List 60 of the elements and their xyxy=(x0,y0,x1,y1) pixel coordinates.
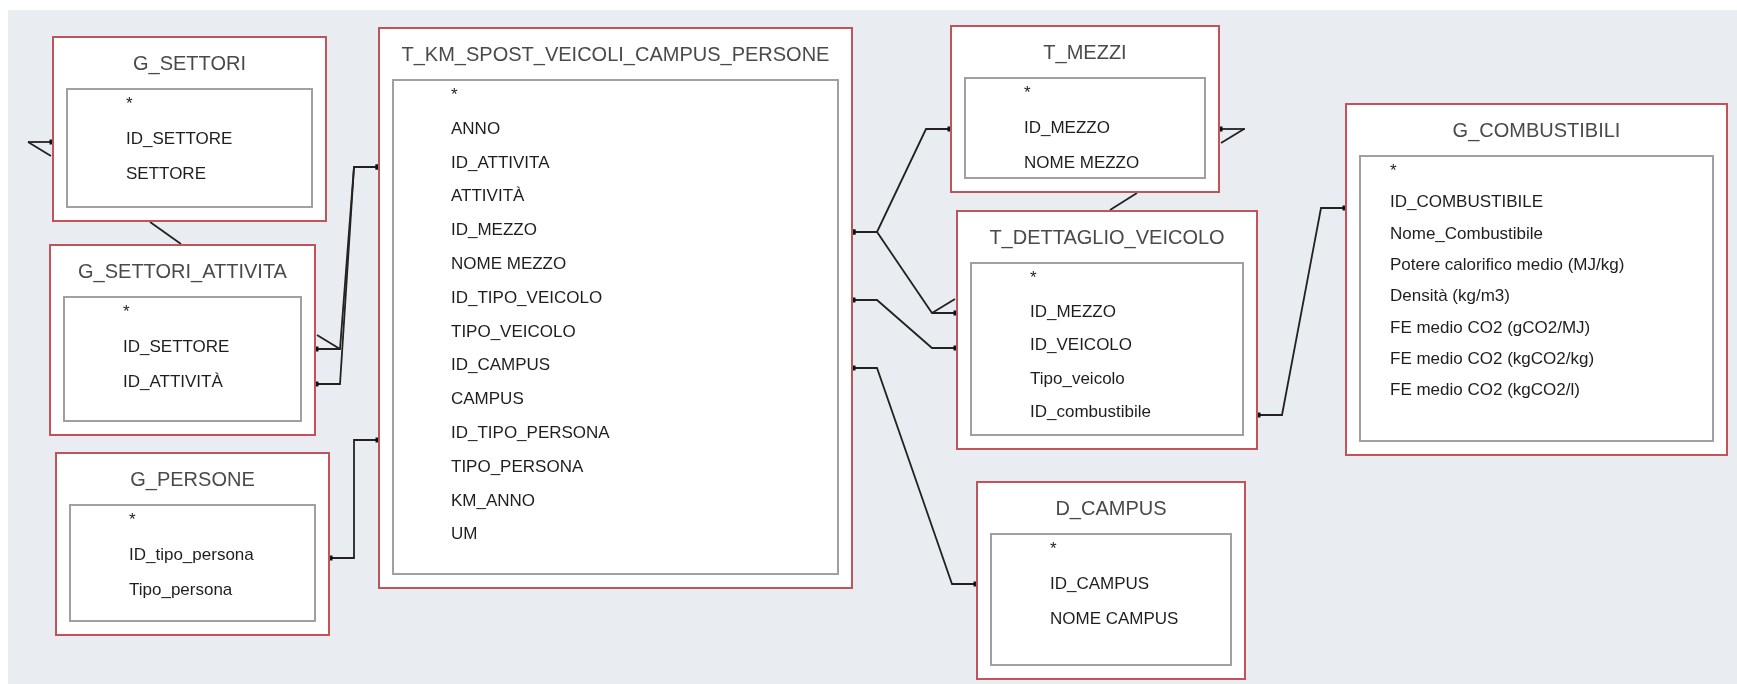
field-name: ID_CAMPUS xyxy=(451,355,551,376)
table-box xyxy=(956,210,1258,450)
field-name: SETTORE xyxy=(126,164,206,184)
table-box xyxy=(55,452,330,636)
field-name: CAMPUS xyxy=(451,389,524,410)
field-name: FE medio CO2 (kgCO2/kg) xyxy=(1390,348,1595,369)
field-name: ID_combustibile xyxy=(1030,402,1151,422)
field-name: ID_CAMPUS xyxy=(1050,574,1150,594)
field-name: ID_ATTIVITÀ xyxy=(123,372,223,392)
field-name: KM_ANNO xyxy=(451,490,536,511)
all-fields-marker: * xyxy=(451,85,458,105)
table-box xyxy=(52,36,327,222)
all-fields-marker: * xyxy=(1030,268,1037,288)
table-title: G_COMBUSTIBILI xyxy=(1452,119,1621,141)
all-fields-marker: * xyxy=(129,510,136,530)
field-name: ID_tipo_persona xyxy=(129,545,254,565)
field-name: Potere calorifico medio (MJ/kg) xyxy=(1390,254,1625,275)
table-box xyxy=(1345,103,1728,456)
field-name: ATTIVITÀ xyxy=(451,186,525,207)
field-name: NOME MEZZO xyxy=(1024,153,1140,173)
table-title: T_KM_SPOST_VEICOLI_CAMPUS_PERSONE xyxy=(401,43,830,65)
field-name: ANNO xyxy=(451,118,501,139)
table-title: T_DETTAGLIO_VEICOLO xyxy=(989,226,1225,248)
all-fields-marker: * xyxy=(1050,539,1057,559)
field-name: Tipo_veicolo xyxy=(1030,368,1125,389)
field-name: ID_MEZZO xyxy=(1030,301,1116,322)
field-name: Nome_Combustibile xyxy=(1390,223,1544,244)
field-name: NOME CAMPUS xyxy=(1050,609,1179,629)
all-fields-marker: * xyxy=(1390,161,1397,181)
table-title: T_MEZZI xyxy=(1043,41,1127,63)
field-name: ID_COMBUSTIBILE xyxy=(1390,192,1544,213)
field-name: ID_VEICOLO xyxy=(1030,335,1133,355)
field-name: FE medio CO2 (gCO2/MJ) xyxy=(1390,317,1591,338)
all-fields-marker: * xyxy=(123,302,130,322)
field-name: Densità (kg/m3) xyxy=(1390,286,1510,307)
table-title: G_SETTORI_ATTIVITA xyxy=(78,260,287,282)
all-fields-marker: * xyxy=(1024,83,1031,103)
table-title: G_SETTORI xyxy=(133,52,246,74)
table-box xyxy=(950,25,1220,193)
relationship-line xyxy=(1109,192,1138,211)
field-name: TIPO_VEICOLO xyxy=(451,321,576,342)
field-name: FE medio CO2 (kgCO2/l) xyxy=(1390,380,1580,401)
field-name: ID_MEZZO xyxy=(451,220,537,241)
table-title: D_CAMPUS xyxy=(1055,497,1167,519)
all-fields-marker: * xyxy=(126,94,133,114)
field-name: ID_SETTORE xyxy=(123,337,230,357)
field-name: ID_MEZZO xyxy=(1024,118,1110,138)
relationship-line xyxy=(149,221,182,245)
table-box xyxy=(976,481,1246,680)
field-name: TIPO_PERSONA xyxy=(451,456,584,477)
field-name: UM xyxy=(451,524,478,545)
field-name: ID_SETTORE xyxy=(126,129,233,149)
table-box xyxy=(378,27,853,589)
field-name: ID_TIPO_VEICOLO xyxy=(451,287,603,308)
table-title: G_PERSONE xyxy=(130,468,255,490)
field-name: ID_ATTIVITA xyxy=(451,152,550,173)
field-name: NOME MEZZO xyxy=(451,254,567,274)
field-name: Tipo_persona xyxy=(129,580,233,600)
table-box xyxy=(49,244,316,436)
field-name: ID_TIPO_PERSONA xyxy=(451,423,610,443)
